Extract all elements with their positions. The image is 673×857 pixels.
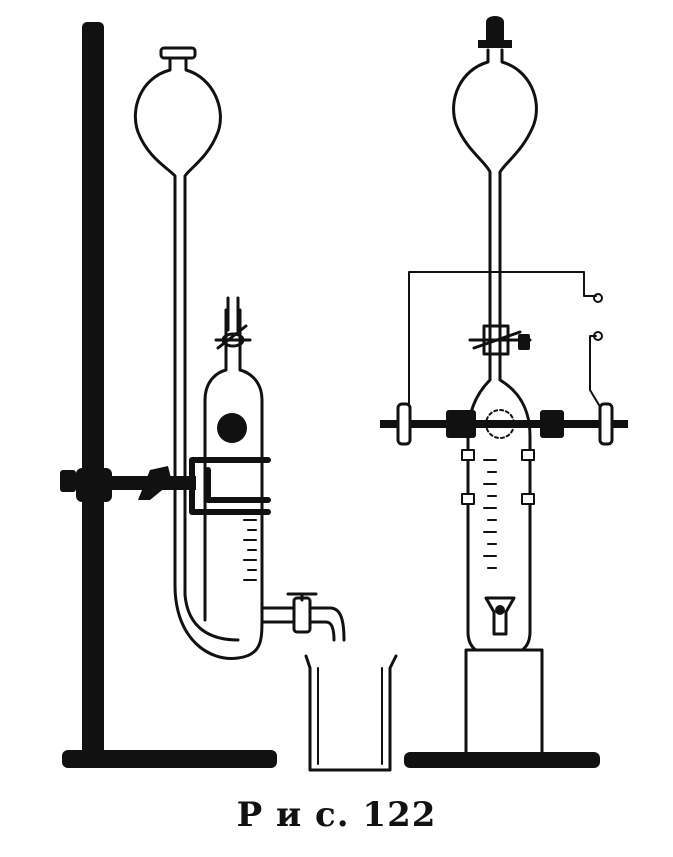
clamp-thumbscrew <box>138 466 172 500</box>
right-graduations <box>483 459 497 569</box>
left-beaker-inner <box>317 667 383 765</box>
spark-gap <box>485 409 515 439</box>
right-wires <box>408 271 603 411</box>
electrode-right-block <box>540 410 564 438</box>
left-bulb <box>133 56 222 597</box>
stand-clamp <box>76 468 112 502</box>
clamp-screw <box>60 470 76 492</box>
left-tube-body <box>203 308 264 622</box>
right-base <box>404 752 600 768</box>
left-outlet-tap <box>292 596 312 634</box>
left-tube-clamp <box>189 457 271 515</box>
left-dark-ball <box>217 413 247 443</box>
right-tube-clips <box>461 449 535 505</box>
figure-caption: Р и с. 122 <box>236 795 437 835</box>
right-valve-ball <box>495 605 505 615</box>
right-stopcock-handle <box>518 334 530 350</box>
left-eudiometer <box>189 296 346 642</box>
right-stopper <box>486 16 504 40</box>
electrode-left-block <box>446 410 476 438</box>
right-bottom-valve <box>484 596 516 636</box>
left-top-stopcock <box>214 296 252 350</box>
left-outlet-pipe <box>260 606 346 642</box>
left-graduations <box>243 519 257 581</box>
left-reservoir-bulb <box>133 46 264 660</box>
lab-stand <box>60 22 277 768</box>
stand-rod <box>82 22 104 757</box>
left-apparatus <box>60 22 398 772</box>
right-support-block <box>464 648 544 768</box>
right-electrodes <box>380 402 628 446</box>
left-stopcock-plug <box>221 332 245 348</box>
right-stopper-rim <box>478 40 512 48</box>
left-tap-handle <box>286 592 318 602</box>
electrode-left-clamp <box>396 402 412 446</box>
left-u-tube <box>173 583 264 660</box>
left-beaker-body <box>304 654 398 772</box>
left-beaker <box>304 654 398 772</box>
left-bulb-lip <box>159 46 197 60</box>
right-bulb <box>452 48 538 374</box>
electrode-right-clamp <box>598 402 614 446</box>
stand-base <box>62 750 277 768</box>
right-apparatus <box>380 16 628 768</box>
electrode-rod <box>380 420 628 428</box>
